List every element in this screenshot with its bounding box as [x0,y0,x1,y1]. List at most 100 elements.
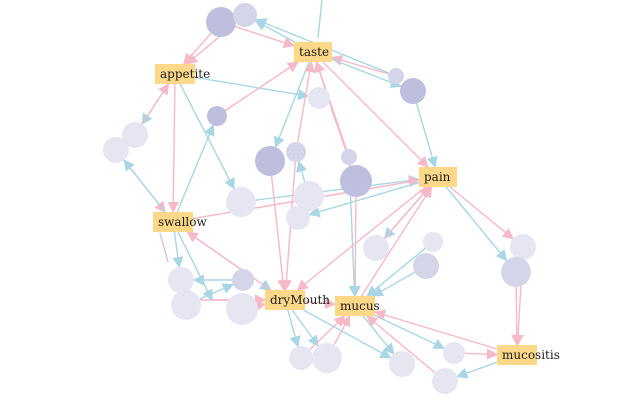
circle-node-c14[interactable] [294,181,324,211]
circle-node-c20[interactable] [501,257,531,287]
circle-node-c13[interactable] [226,187,256,217]
symptom-label: mucus [340,299,380,313]
circle-node-c15[interactable] [286,206,310,230]
edge-swallow-to-c25 [177,231,213,302]
edge-c14-to-c10 [296,160,308,182]
edge-swallow-to-c8 [123,159,166,213]
symptom-node-mucositis[interactable]: mucositis [497,345,560,365]
symptom-node-pain[interactable]: pain [419,167,457,187]
edge-mucus-to-pain [360,186,433,297]
edge-taste-to-c4 [331,58,402,88]
edge-c1-to-appetite [183,32,212,65]
circle-node-c6[interactable] [207,106,227,126]
edge-taste-to-c9 [273,61,310,149]
symptom-label: mucositis [502,348,560,362]
edge-c12-to-mucus [349,196,361,298]
edge-dryMouth-to-c27 [291,309,319,347]
circle-node-c8[interactable] [103,137,129,163]
symptoms-layer: taste appetite pain swallow dryMouth mucus muc… [153,42,560,365]
symptom-box [335,296,375,316]
edge-mucositis-to-mucus [373,309,498,350]
edge-c3-to-taste [330,54,389,75]
edge-c13-to-pain [255,175,421,201]
edge-c18-to-mucus [371,271,416,297]
edges-layer [123,18,524,379]
circle-node-c11[interactable] [341,149,357,165]
circle-node-c7[interactable] [122,122,148,148]
symptom-label: dryMouth [270,293,330,307]
symptom-node-mucus[interactable]: mucus [335,296,380,316]
edge-taste-to-pain [322,61,429,168]
circle-node-c12[interactable] [340,165,372,197]
circle-node-c18[interactable] [413,253,439,279]
symptom-label: pain [424,170,451,184]
edge-c10-to-taste [297,60,316,143]
circle-node-c19[interactable] [510,234,536,260]
edge-pain-to-c15 [308,181,420,218]
edge-c4-to-pain [415,103,438,169]
circle-node-c29[interactable] [443,342,465,364]
edge-dryMouth-to-c26 [287,309,301,348]
circle-node-c21[interactable] [168,267,194,293]
circle-node-c26[interactable] [289,346,313,370]
symptom-label: taste [299,45,329,59]
symptom-node-dryMouth[interactable]: dryMouth [265,290,330,310]
edge-swallow-to-c21 [172,231,184,269]
edge-pain-to-c19 [449,186,514,240]
edge-swallow-to-c6 [176,124,215,213]
edge-c26-to-mucus [309,315,346,351]
edge-c30-to-mucus [366,315,436,374]
edge-mucositis-to-c30 [456,361,498,379]
edge-c1-to-taste [235,26,296,49]
circle-node-c10[interactable] [286,142,306,162]
circle-node-c5[interactable] [308,87,330,109]
circle-node-c1[interactable] [206,7,236,37]
edge-pain-to-c20 [445,186,508,262]
edge-dryMouth-to-swallow [186,231,272,291]
circle-node-c23[interactable] [171,290,201,320]
symptom-node-swallow[interactable]: swallow [153,212,207,232]
edge-appetite-to-c5 [194,76,310,101]
symptom-box [265,290,305,310]
circles-layer [103,3,536,394]
edge-gray [159,232,169,263]
circle-node-c27[interactable] [312,343,342,373]
circle-node-c28[interactable] [389,351,415,377]
edge-c16-to-pain [384,186,431,239]
symptom-node-appetite[interactable]: appetite [155,64,210,84]
edge-c6-to-taste [224,61,299,112]
circle-node-c22[interactable] [232,269,254,291]
edge-c7-to-appetite [141,83,170,125]
edge-c29-to-mucositis [464,348,499,360]
edge-dryMouth-to-c28 [302,309,392,359]
circle-node-c2[interactable] [233,3,257,27]
circle-node-c30[interactable] [432,368,458,394]
symptom-box [419,167,457,187]
symptom-box [155,64,195,84]
edge-c17-to-mucus [366,247,426,297]
edge-c12-to-taste [314,60,352,167]
edge-taste-to-c2 [254,20,295,43]
circle-node-c16[interactable] [363,235,389,261]
circle-node-c4[interactable] [400,78,426,104]
edge-pain-to-dryMouth [296,186,427,291]
edge-c9-to-dryMouth [270,175,289,292]
circle-node-c3[interactable] [388,68,404,84]
circle-node-c24[interactable] [226,293,258,325]
symptom-label: swallow [158,215,207,229]
symptom-node-taste[interactable]: taste [294,42,332,62]
symptom-box [497,345,537,365]
edge-appetite-to-swallow [167,83,179,214]
symptom-box [153,212,193,232]
edge-dryMouth-to-mucus [304,297,337,310]
symptom-box [294,42,332,62]
circle-node-c17[interactable] [423,232,443,252]
edge-c20-to-mucositis [511,286,523,347]
circle-node-c9[interactable] [255,146,285,176]
edge-appetite-to-c13 [179,83,235,190]
edge-c24-to-dryMouth [253,300,267,312]
symptom-label: appetite [160,67,210,81]
edge-offscreen [317,0,323,39]
edge-mucus-to-c29 [374,314,446,350]
